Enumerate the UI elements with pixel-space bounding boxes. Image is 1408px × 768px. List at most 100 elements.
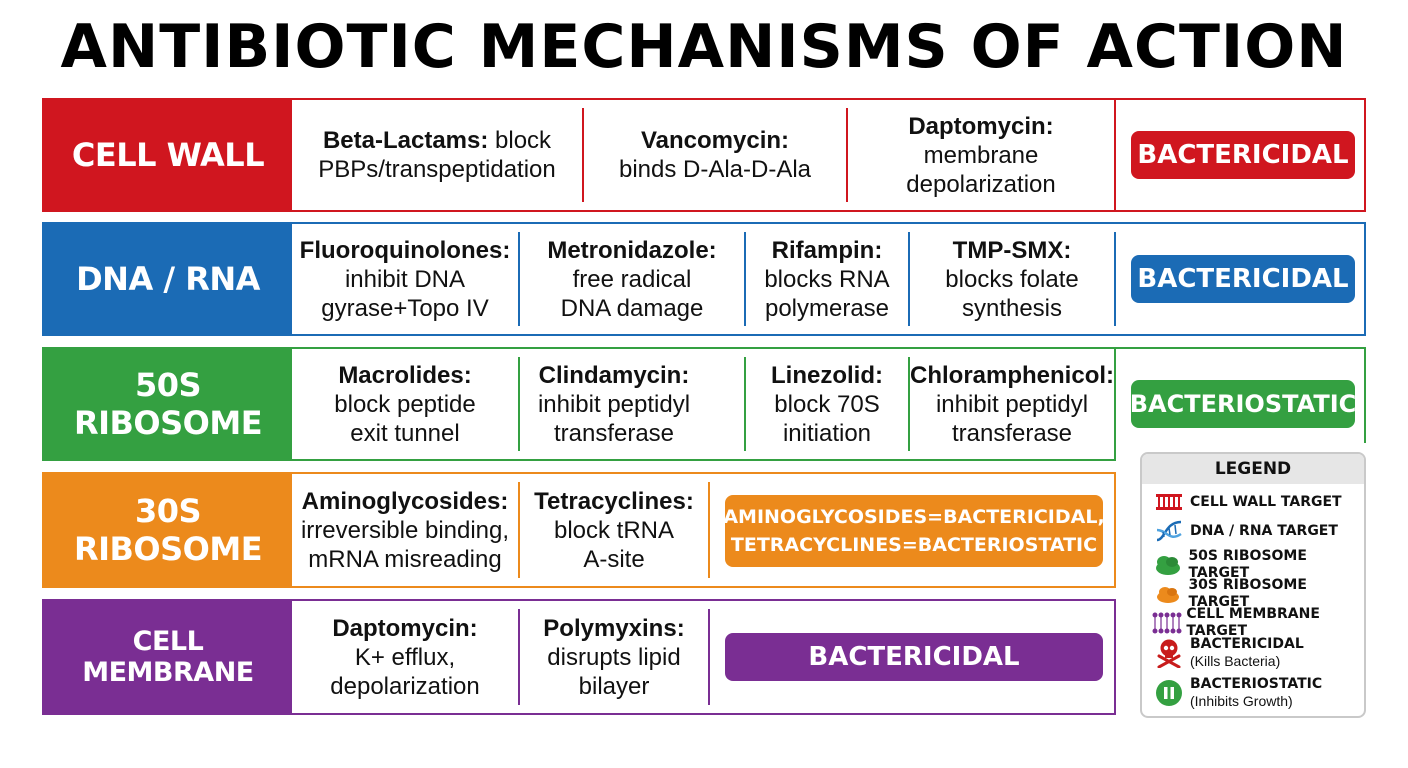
drug-desc: gyrase+Topo IV — [321, 294, 489, 322]
drug-desc: polymerase — [764, 294, 890, 322]
drug-cell: Metronidazole: free radical DNA damage — [520, 224, 744, 334]
drug-desc: transferase — [951, 419, 1073, 447]
mixed-effect-badge: AMINOGLYCOSIDES=BACTERICIDAL, TETRACYCLI… — [723, 495, 1105, 567]
drug-name: Linezolid: — [771, 361, 883, 389]
effect-line: AMINOGLYCOSIDES=BACTERICIDAL, — [723, 506, 1105, 528]
divider — [744, 232, 746, 326]
bactericidal-badge: BACTERICIDAL — [1131, 255, 1355, 303]
drug-desc: A-site — [583, 545, 645, 573]
legend-item: DNA / RNA TARGET — [1152, 519, 1338, 543]
divider — [518, 609, 520, 705]
legend-label: 50S RIBOSOME TARGET — [1188, 548, 1307, 581]
pause-icon — [1152, 676, 1186, 710]
drug-desc: blocks RNA — [764, 265, 890, 293]
category-label-cell-membrane: CELL MEMBRANE — [44, 601, 292, 713]
legend-label: CELL WALL TARGET — [1190, 493, 1342, 510]
legend-title: LEGEND — [1142, 454, 1364, 484]
cell-wall-icon — [1152, 490, 1186, 514]
divider — [1114, 357, 1116, 451]
effect-panel — [1114, 347, 1366, 443]
drug-desc: irreversible binding, — [300, 516, 510, 544]
category-label-50s: 50S RIBOSOME — [44, 349, 292, 459]
legend-item: CELL MEMBRANE TARGET — [1152, 606, 1364, 640]
drug-name: Daptomycin: — [908, 112, 1054, 140]
drug-name: Chloramphenicol: — [910, 361, 1115, 389]
drug-desc: depolarization — [906, 170, 1056, 198]
drug-name: Vancomycin: — [640, 127, 790, 154]
drug-desc: block tRNA — [553, 516, 675, 544]
drug-desc: DNA damage — [560, 294, 704, 322]
drug-desc: block — [488, 127, 552, 154]
drug-desc: inhibit DNA — [344, 265, 466, 293]
drug-name: Aminoglycosides: — [301, 487, 509, 515]
drug-desc: initiation — [782, 419, 872, 447]
cell-membrane-icon — [1152, 611, 1182, 635]
drug-desc: disrupts lipid — [547, 643, 681, 671]
drug-name: Daptomycin: — [332, 614, 478, 642]
drug-cell: TMP-SMX: blocks folate synthesis — [910, 224, 1114, 334]
drug-name: TMP-SMX: — [952, 236, 1072, 264]
drug-desc: synthesis — [961, 294, 1063, 322]
drug-name: Beta-Lactams: — [322, 127, 489, 154]
divider — [708, 609, 710, 705]
drug-desc: inhibit peptidyl — [537, 390, 691, 418]
drug-cell: Fluoroquinolones: inhibit DNA gyrase+Top… — [292, 224, 518, 334]
ribosome-30s-icon — [1152, 582, 1184, 606]
drug-desc: blocks folate — [945, 265, 1079, 293]
legend-label: BACTERIOSTATIC — [1190, 676, 1323, 692]
drug-cell: Rifampin: blocks RNA polymerase — [746, 224, 908, 334]
skull-crossbones-icon — [1152, 636, 1186, 670]
drug-cell: Daptomycin: K+ efflux, depolarization — [292, 601, 518, 713]
drug-cell: Polymyxins: disrupts lipid bilayer — [520, 601, 708, 713]
row-50s-ribosome: 50S RIBOSOME Macrolides: block peptide e… — [42, 347, 1116, 461]
legend-item: 30S RIBOSOME TARGET — [1152, 577, 1364, 611]
category-label-dna-rna: DNA / RNA — [44, 224, 292, 334]
drug-cell: Macrolides: block peptide exit tunnel — [292, 349, 518, 459]
legend-label: 30S RIBOSOME TARGET — [1188, 577, 1307, 610]
divider — [1114, 232, 1116, 326]
divider — [908, 357, 910, 451]
drug-name: Macrolides: — [338, 361, 472, 389]
divider — [518, 482, 520, 578]
drug-name: Fluoroquinolones: — [299, 236, 511, 264]
drug-desc: binds D-Ala-D-Ala — [618, 156, 812, 183]
divider — [1114, 108, 1116, 202]
bactericidal-badge: BACTERICIDAL — [1131, 131, 1355, 179]
drug-cell: Beta-Lactams: block PBPs/transpeptidatio… — [292, 100, 582, 210]
drug-name: Metronidazole: — [547, 236, 717, 264]
legend-item: CELL WALL TARGET — [1152, 490, 1342, 514]
legend-label: BACTERICIDAL — [1190, 636, 1304, 652]
effect-line: TETRACYCLINES=BACTERIOSTATIC — [730, 534, 1098, 556]
drug-cell: Linezolid: block 70S initiation — [746, 349, 908, 459]
ribosome-50s-icon — [1152, 553, 1184, 577]
legend-item: BACTERICIDAL (Kills Bacteria) — [1152, 636, 1304, 670]
drug-cell: Vancomycin: binds D-Ala-D-Ala — [584, 100, 846, 210]
drug-name: Clindamycin: — [538, 361, 690, 389]
legend: LEGEND CELL WALL TARGET D — [1140, 452, 1366, 718]
drug-name: Rifampin: — [771, 236, 883, 264]
legend-item: BACTERIOSTATIC (Inhibits Growth) — [1152, 676, 1322, 710]
category-label-cell-wall: CELL WALL — [44, 100, 292, 210]
drug-cell: Chloramphenicol: inhibit peptidyl transf… — [910, 349, 1114, 459]
legend-sublabel: (Inhibits Growth) — [1190, 693, 1293, 709]
bacteriostatic-badge: BACTERIOSTATIC — [1130, 380, 1356, 428]
drug-name: Polymyxins: — [543, 614, 685, 642]
divider — [518, 232, 520, 326]
drug-cell: Tetracyclines: block tRNA A-site — [520, 474, 708, 586]
divider — [846, 108, 848, 202]
drug-desc: membrane — [923, 141, 1039, 169]
drug-desc: mRNA misreading — [308, 545, 502, 573]
drug-desc: block peptide — [334, 390, 476, 418]
divider — [582, 108, 584, 202]
drug-desc: bilayer — [578, 672, 650, 700]
drug-cell: Aminoglycosides: irreversible binding, m… — [292, 474, 518, 586]
legend-sublabel: (Kills Bacteria) — [1190, 653, 1281, 669]
legend-item: 50S RIBOSOME TARGET — [1152, 548, 1364, 582]
divider — [708, 482, 710, 578]
drug-name: Tetracyclines: — [534, 487, 694, 515]
drug-desc: block 70S — [774, 390, 880, 418]
legend-label: CELL MEMBRANE TARGET — [1186, 606, 1320, 639]
drug-desc: depolarization — [330, 672, 480, 700]
drug-desc: inhibit peptidyl — [935, 390, 1089, 418]
category-label-30s: 30S RIBOSOME — [44, 474, 292, 586]
